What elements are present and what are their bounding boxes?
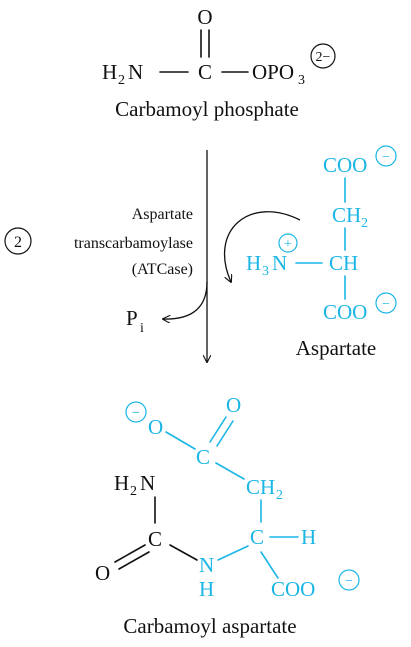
product-carbamoyl-h: H bbox=[114, 471, 129, 495]
product-c-ch2-bond bbox=[215, 462, 245, 480]
product-carboxylate-o-single: O bbox=[148, 415, 163, 439]
product-c-coo-bond bbox=[260, 551, 279, 579]
product-c-o-double-bond-2 bbox=[118, 551, 150, 570]
reaction-arrows bbox=[163, 150, 301, 362]
product-ch2: CH bbox=[246, 475, 275, 499]
aspartate-bottom-charge: − bbox=[382, 297, 390, 312]
carbamoyl-aspartate-structure: − O O C CH 2 C H N H COO − C H 2 N O Car… bbox=[95, 393, 360, 638]
product-amide-n: N bbox=[199, 553, 214, 577]
enzyme-name-line2: transcarbamoylase bbox=[74, 235, 193, 252]
amine-charge: + bbox=[284, 237, 292, 252]
step-number-circle bbox=[4, 227, 32, 255]
product-carboxylate-charge: − bbox=[132, 406, 140, 421]
carbamoyl-phosphate-structure: O H 2 N C OPO 3 2− Carbamoyl phosphate bbox=[102, 5, 336, 121]
amine-h: H bbox=[102, 60, 117, 84]
carbonyl-oxygen: O bbox=[197, 5, 212, 29]
aspartate-structure: COO − CH 2 + H 3 N CH COO − Aspartate bbox=[246, 145, 397, 360]
enzyme-name-line1: Aspartate bbox=[132, 206, 193, 223]
aspartate-top-charge-circle bbox=[375, 145, 397, 167]
phosphate-charge-circle bbox=[310, 43, 336, 69]
product-carboxylate-c: C bbox=[196, 445, 210, 469]
aspartate-entry-arrow bbox=[224, 211, 301, 282]
product-alpha-carboxylate: COO bbox=[271, 577, 315, 601]
pi-subscript: i bbox=[140, 321, 144, 336]
pi-label: P bbox=[126, 306, 138, 330]
product-o-c-single-bond bbox=[165, 431, 196, 450]
product-n-c-bond bbox=[169, 544, 198, 561]
product-alpha-charge: − bbox=[345, 574, 353, 589]
inorganic-phosphate: P i bbox=[126, 306, 144, 336]
aspartate-ch2: CH bbox=[332, 203, 361, 227]
phosphate-charge: 2− bbox=[316, 50, 331, 65]
carbonyl-carbon: C bbox=[198, 60, 212, 84]
amine-h-subscript: 2 bbox=[118, 73, 125, 88]
phosphate-subscript: 3 bbox=[298, 73, 305, 88]
product-alpha-c: C bbox=[250, 525, 264, 549]
amine-n: N bbox=[128, 60, 143, 84]
aspartate-bottom-charge-circle bbox=[375, 292, 397, 314]
product-alpha-charge-circle bbox=[338, 569, 360, 591]
product-carboxylate-charge-circle bbox=[125, 401, 147, 423]
carbamoyl-aspartate-caption: Carbamoyl aspartate bbox=[123, 614, 296, 638]
product-carbamoyl-n: N bbox=[140, 471, 155, 495]
product-carbamoyl-o: O bbox=[95, 561, 110, 585]
aspartate-top-charge: − bbox=[382, 150, 390, 165]
product-amide-h: H bbox=[199, 577, 214, 601]
aspartate-amine-subscript: 3 bbox=[262, 264, 269, 279]
phosphate-release-arrow bbox=[163, 281, 208, 319]
product-carbamoyl-c: C bbox=[148, 527, 162, 551]
aspartate-top-carboxylate: COO bbox=[323, 153, 367, 177]
enzyme-label: 2 Aspartate transcarbamoylase (ATCase) bbox=[4, 206, 193, 278]
aspartate-amine-n: N bbox=[272, 251, 287, 275]
aspartate-ch2-subscript: 2 bbox=[361, 216, 368, 231]
aspartate-bottom-carboxylate: COO bbox=[323, 300, 367, 324]
amine-charge-circle bbox=[278, 233, 298, 253]
step-number: 2 bbox=[14, 234, 22, 251]
product-carbamoyl-h-subscript: 2 bbox=[130, 484, 137, 499]
product-c-o-double-bond-1 bbox=[114, 544, 146, 563]
aspartate-amine-h: H bbox=[246, 251, 261, 275]
product-alpha-h: H bbox=[301, 525, 316, 549]
aspartate-caption: Aspartate bbox=[296, 336, 376, 360]
product-c-o-double-bond-b bbox=[216, 420, 234, 447]
product-carboxylate-o-double: O bbox=[226, 393, 241, 417]
enzyme-abbreviation: (ATCase) bbox=[132, 261, 193, 278]
phosphate-group: OPO bbox=[252, 60, 294, 84]
carbamoyl-phosphate-caption: Carbamoyl phosphate bbox=[115, 97, 299, 121]
aspartate-alpha-ch: CH bbox=[329, 251, 358, 275]
product-c-n-bond bbox=[217, 545, 249, 561]
product-c-o-double-bond-a bbox=[209, 416, 227, 443]
product-ch2-subscript: 2 bbox=[276, 488, 283, 503]
